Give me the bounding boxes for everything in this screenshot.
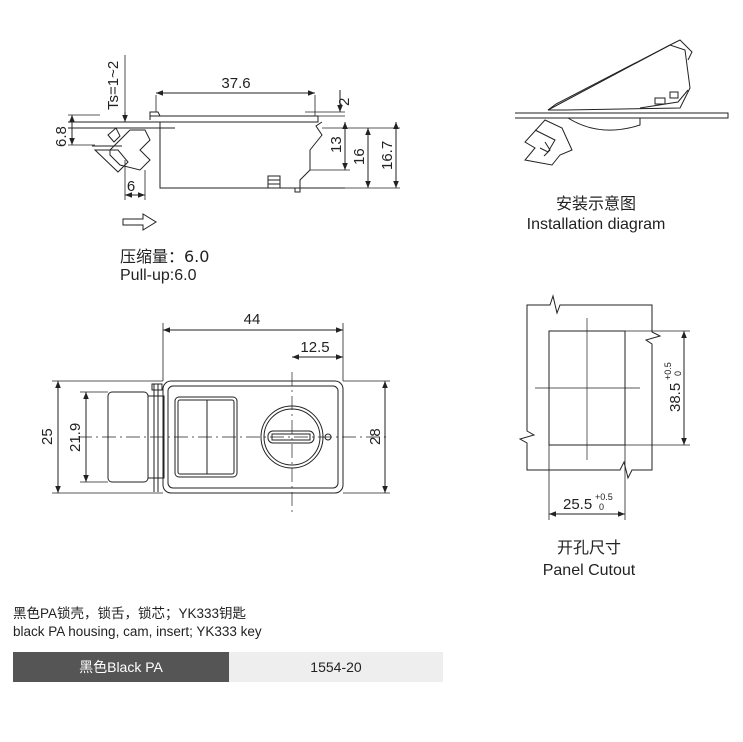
dim-28: 28 bbox=[367, 428, 384, 445]
front-view-labels: 44 12.5 25 21.9 28 bbox=[39, 311, 384, 452]
material-note-en: black PA housing, cam, insert; YK333 key bbox=[13, 624, 262, 639]
cutout-title-zh: 开孔尺寸 bbox=[557, 538, 621, 557]
side-view bbox=[68, 55, 400, 231]
dim-25-5-tol-dn: 0 bbox=[599, 502, 604, 512]
material-note-zh: 黑色PA锁壳，锁舌，锁芯；YK333钥匙 bbox=[13, 606, 247, 621]
dim-6: 6 bbox=[127, 178, 135, 195]
installation-title-en: Installation diagram bbox=[527, 216, 666, 233]
dim-37-6: 37.6 bbox=[221, 75, 250, 92]
dim-25: 25 bbox=[39, 428, 56, 445]
dim-21-9: 21.9 bbox=[67, 423, 84, 452]
dim-16: 16 bbox=[351, 148, 368, 165]
pullup-en: Pull-up:6.0 bbox=[120, 267, 197, 284]
part-number-cell: 1554-20 bbox=[229, 652, 443, 682]
dim-25-5: 25.5 bbox=[563, 496, 592, 513]
dim-25-5-tol-up: +0.5 bbox=[595, 492, 613, 502]
spec-table: 黑色Black PA 1554-20 bbox=[13, 652, 443, 682]
front-view bbox=[52, 323, 390, 512]
dim-ts: Ts=1~2 bbox=[105, 61, 122, 110]
dim-16-7: 16.7 bbox=[379, 141, 396, 170]
installation-title-zh: 安装示意图 bbox=[556, 194, 636, 213]
installation-labels: 安装示意图 Installation diagram bbox=[527, 194, 666, 233]
dim-38-5: 38.5 bbox=[667, 383, 684, 412]
side-view-labels: 37.6 2 Ts=1~2 6.8 13 16 16.7 6 压缩量：6.0 P… bbox=[53, 61, 396, 284]
dim-6-8: 6.8 bbox=[53, 126, 70, 147]
panel-cutout-labels: 38.5 +0.5 0 25.5 +0.5 0 开孔尺寸 Panel Cutou… bbox=[543, 362, 684, 579]
dim-44: 44 bbox=[244, 311, 261, 328]
cutout-title-en: Panel Cutout bbox=[543, 562, 636, 579]
panel-cutout bbox=[518, 294, 690, 520]
color-cell: 黑色Black PA bbox=[13, 652, 229, 682]
pullup-zh: 压缩量：6.0 bbox=[120, 247, 209, 266]
dim-38-5-tol-up: +0.5 bbox=[663, 362, 673, 380]
dim-13: 13 bbox=[328, 136, 345, 153]
dim-2: 2 bbox=[336, 98, 353, 106]
installation-diagram bbox=[515, 39, 729, 166]
dim-38-5-tol-dn: 0 bbox=[673, 371, 683, 376]
dim-12-5: 12.5 bbox=[300, 339, 329, 356]
